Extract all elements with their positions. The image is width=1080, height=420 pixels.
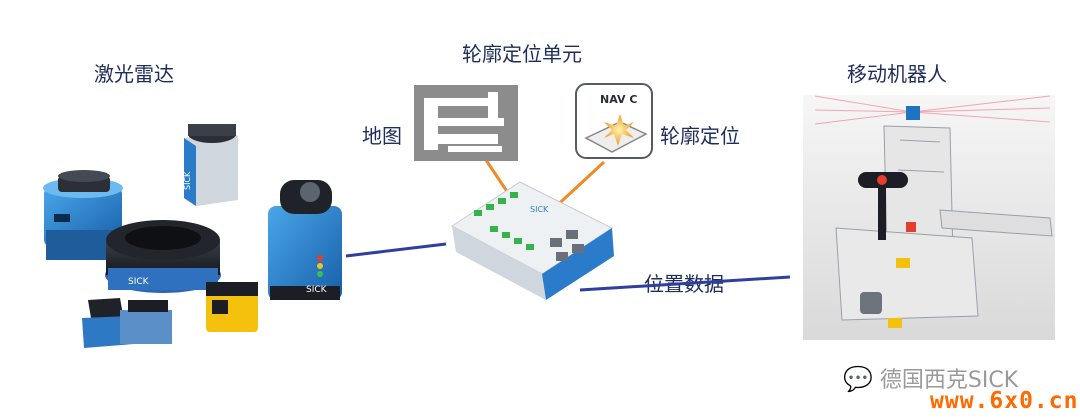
lidar-sensors-image: SICK SICK: [43, 124, 342, 348]
site-watermark: www.6x0.cn: [930, 388, 1079, 414]
lidar-sensor-blue-large: [43, 170, 123, 260]
contour-unit-label: 轮廓定位单元: [462, 42, 582, 66]
lidar-to-unit-line: [345, 242, 447, 258]
mobile-robot-label: 移动机器人: [847, 62, 947, 86]
lidar-label: 激光雷达: [94, 62, 174, 86]
svg-text:SICK: SICK: [183, 171, 192, 190]
nav-c-box: NAV C: [575, 83, 653, 159]
svg-text:SICK: SICK: [306, 285, 328, 295]
svg-text:SICK: SICK: [530, 205, 549, 214]
nav-c-badge: NAV C: [600, 93, 637, 106]
map-label: 地图: [362, 124, 402, 148]
lidar-sensor-compact: SICK: [183, 124, 238, 206]
lidar-sensor-small-dark: [82, 298, 172, 348]
controller-image: SICK: [451, 181, 614, 300]
svg-text:SICK: SICK: [128, 277, 150, 287]
wechat-watermark: 💬 德国西克SICK: [843, 362, 1018, 394]
contour-positioning-label: 轮廓定位: [660, 124, 740, 148]
wechat-icon: 💬: [843, 365, 873, 393]
map-image: [414, 85, 518, 161]
lidar-sensor-tall: SICK: [268, 180, 342, 300]
lidar-sensor-ring: SICK: [105, 220, 221, 293]
account-name: 德国西克SICK: [879, 368, 1019, 393]
lidar-sensor-yellow: [206, 282, 258, 332]
mobile-robot-image: [803, 95, 1055, 340]
unit-to-robot-line: [579, 275, 791, 292]
